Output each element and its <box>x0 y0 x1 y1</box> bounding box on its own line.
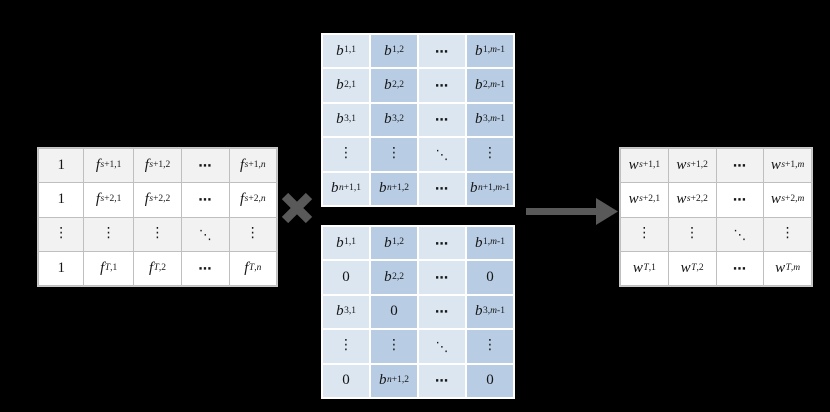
matrix-cell: 1 <box>39 149 84 183</box>
multiply-icon <box>281 192 313 224</box>
matrix-cell: 1 <box>39 251 84 285</box>
matrix-cell: ⋯ <box>716 149 764 183</box>
matrix-cell: 1 <box>39 183 84 217</box>
matrix-cell: ⋱ <box>182 217 229 251</box>
matrix-cell: ⋮ <box>229 217 276 251</box>
matrix-cell: 0 <box>467 261 513 294</box>
matrix-cell: ⋮ <box>467 138 513 171</box>
matrix-cell: ⋮ <box>371 330 417 363</box>
matrix-cell: ⋯ <box>419 227 465 260</box>
matrix-cell: ⋮ <box>323 138 369 171</box>
matrix-cell: ⋮ <box>133 217 182 251</box>
matrix-cell: ⋮ <box>467 330 513 363</box>
matrix-cell: ⋮ <box>621 217 668 251</box>
matrix-cell: ⋯ <box>419 172 465 205</box>
matrix-cell: ⋯ <box>419 295 465 329</box>
matrix-cell: ⋯ <box>716 183 764 217</box>
matrix-cell: ⋮ <box>84 217 133 251</box>
matrix-cell: ⋯ <box>182 149 229 183</box>
matrix-cell: ⋯ <box>716 251 764 285</box>
matrix-cell: ⋯ <box>419 103 465 137</box>
matrix-cell: ⋮ <box>39 217 84 251</box>
matrix-cell: 0 <box>467 364 513 397</box>
matrix-cell: ⋯ <box>419 69 465 102</box>
arrow-right-icon <box>526 198 618 225</box>
matrix-cell: ⋮ <box>371 138 417 171</box>
matrix-cell: 0 <box>371 295 417 329</box>
matrix-cell: ⋯ <box>419 261 465 294</box>
matrix-cell: ⋮ <box>323 330 369 363</box>
matrix-cell: 0 <box>323 261 369 294</box>
matrix-cell: ⋯ <box>182 183 229 217</box>
matrix-cell: ⋱ <box>716 217 764 251</box>
matrix-cell: ⋮ <box>764 217 811 251</box>
matrix-cell: ⋯ <box>182 251 229 285</box>
matrix-cell: ⋯ <box>419 364 465 397</box>
matrix-cell: ⋱ <box>419 330 465 363</box>
matrix-cell: ⋮ <box>668 217 716 251</box>
matrix-cell: ⋯ <box>419 35 465 68</box>
matrix-cell: ⋱ <box>419 138 465 171</box>
matrix-cell: 0 <box>323 364 369 397</box>
